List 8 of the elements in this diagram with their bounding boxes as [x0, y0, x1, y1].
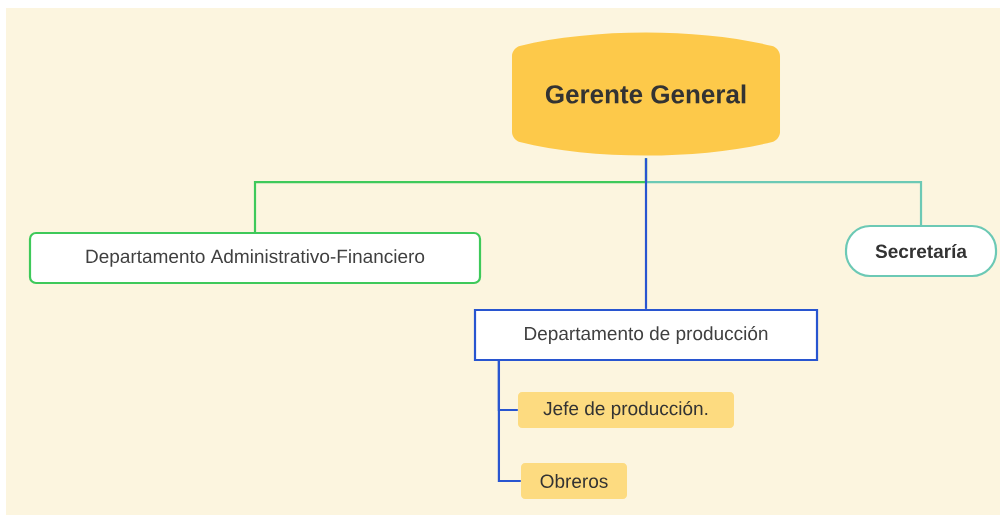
sub-item-tag: Obreros	[521, 463, 627, 499]
banner-node: Gerente General	[512, 32, 780, 156]
connector-line	[644, 158, 648, 309]
rounded-box: Secretaría	[844, 224, 998, 278]
connector-line	[497, 361, 521, 483]
department-box: Departamento de producción	[473, 308, 819, 362]
sub-item-tag: Jefe de producción.	[518, 392, 734, 428]
department-box: Departamento Administrativo-Financiero	[28, 231, 482, 285]
